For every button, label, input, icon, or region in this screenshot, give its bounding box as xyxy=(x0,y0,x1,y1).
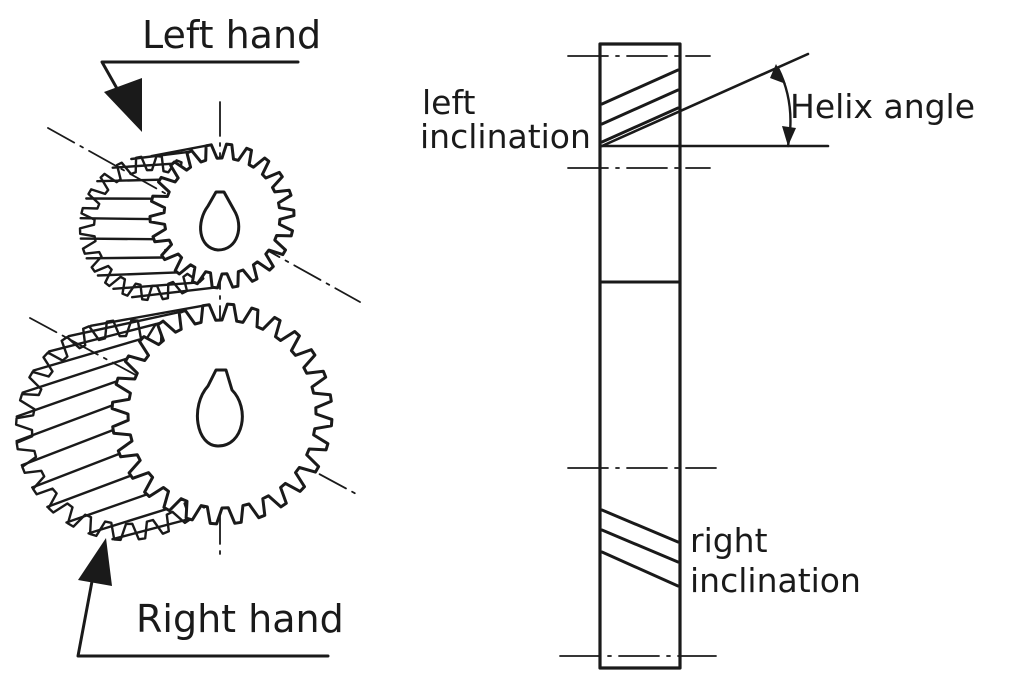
left-hand-gear-helical-tooth-line xyxy=(113,283,194,289)
left-inclination-label-line2: inclination xyxy=(420,120,591,153)
left-hand-leader xyxy=(102,62,298,132)
left-hand-gear xyxy=(80,144,294,300)
left-hand-gear-front-face xyxy=(150,144,294,288)
right-hand-gear-helical-tooth-line xyxy=(32,454,119,488)
right-hand-gear-front-face xyxy=(112,304,332,524)
right-inclination-label-line1: right xyxy=(690,524,768,557)
left-hand-arrowhead xyxy=(104,78,142,132)
left-inclination-label-line1: left xyxy=(422,86,475,119)
left-hand-gear-helical-tooth-line xyxy=(81,239,154,240)
left-hand-gear-helical-tooth-line xyxy=(152,145,209,156)
right-hand-arrowhead xyxy=(78,538,112,586)
right-hand-gear-helical-tooth-line xyxy=(47,476,130,507)
helix-angle-label: Helix angle xyxy=(790,90,975,123)
right-inclination-stripes xyxy=(602,510,678,586)
left-hand-gear-helical-tooth-line xyxy=(132,288,215,298)
right-inclination-label-line2: inclination xyxy=(690,564,861,597)
left-hand-label: Left hand xyxy=(142,16,321,54)
right-hand-gear-helical-tooth-line xyxy=(23,359,127,393)
left-inclination-stripes xyxy=(602,70,678,142)
right-hand-gear-helical-tooth-line xyxy=(17,381,117,416)
helix-angle-arrowhead-bottom xyxy=(782,126,796,146)
left-hand-gear-helical-tooth-line xyxy=(97,180,160,182)
right-hand-label: Right hand xyxy=(136,600,344,638)
left-hand-gear-helical-tooth-line xyxy=(81,218,150,219)
right-hand-gear xyxy=(16,304,332,540)
left-hand-gear-helical-tooth-line xyxy=(87,258,164,259)
